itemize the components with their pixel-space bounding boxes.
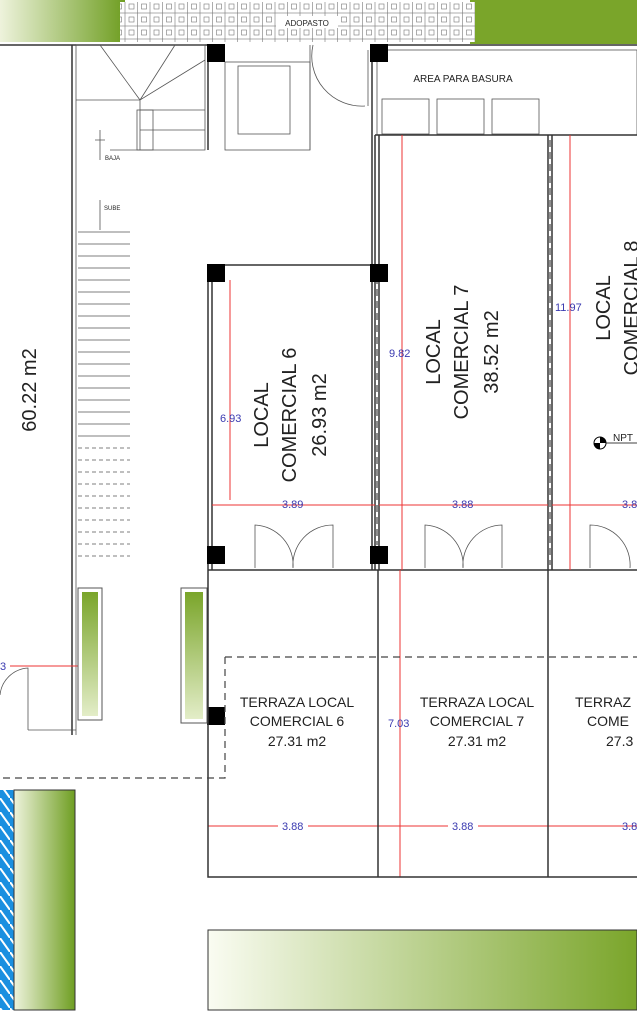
dim-terraza-depth: 7.03 [388, 718, 409, 730]
grass-top-left [0, 0, 125, 42]
svg-text:LOCAL: LOCAL [593, 275, 615, 341]
svg-text:COMERCIAL 6: COMERCIAL 6 [279, 348, 301, 483]
local-6-label: LOCAL COMERCIAL 6 26.93 m2 [251, 348, 331, 483]
svg-text:27.31 m2: 27.31 m2 [448, 733, 507, 749]
water-feature [0, 790, 14, 1010]
left-area-label: 60.22 m2 [19, 348, 41, 431]
column [370, 546, 388, 564]
grass-bottom-right [207, 929, 637, 1011]
local-8-label: LOCAL COMERCIAL 8 [593, 241, 637, 376]
column [207, 707, 225, 725]
sube-label: SUBE [104, 206, 120, 212]
svg-text:27.3: 27.3 [606, 733, 633, 749]
baja-label: BAJA [105, 156, 120, 162]
svg-text:27.31 m2: 27.31 m2 [268, 733, 327, 749]
dim-terraza-8: 3.8 [622, 821, 637, 833]
npt-marker: NPT [593, 433, 637, 450]
svg-text:38.52 m2: 38.52 m2 [481, 310, 503, 393]
svg-text:COMERCIAL 7: COMERCIAL 7 [451, 285, 473, 420]
svg-text:COME: COME [587, 713, 629, 729]
svg-text:TERRAZA LOCAL: TERRAZA LOCAL [420, 694, 535, 710]
svg-text:NPT: NPT [613, 433, 633, 444]
stairs: BAJA SUBE [76, 44, 206, 557]
svg-text:LOCAL: LOCAL [251, 382, 273, 448]
dim-width-8: 3.8 [622, 499, 637, 511]
dim-depth-8: 11.97 [555, 302, 582, 314]
dim-width-6: 3.89 [282, 499, 303, 511]
column [370, 264, 388, 282]
dim-width-7: 3.88 [452, 499, 473, 511]
column [207, 546, 225, 564]
grass-top-right [470, 0, 637, 44]
dim-terraza-6: 3.88 [282, 821, 303, 833]
container [381, 98, 430, 135]
svg-text:COMERCIAL 6: COMERCIAL 6 [250, 713, 345, 729]
svg-text:TERRAZ: TERRAZ [575, 694, 631, 710]
column [207, 264, 225, 282]
terraza-6-label: TERRAZA LOCAL COMERCIAL 6 27.31 m2 [240, 694, 355, 749]
terraza-7-label: TERRAZA LOCAL COMERCIAL 7 27.31 m2 [420, 694, 535, 749]
column [207, 44, 225, 62]
svg-text:LOCAL: LOCAL [423, 319, 445, 385]
basura-label: AREA PARA BASURA [413, 74, 513, 85]
dim-depth-7: 9.82 [389, 348, 410, 360]
dim-terraza-7: 3.88 [452, 821, 473, 833]
svg-text:26.93 m2: 26.93 m2 [309, 373, 331, 456]
column [370, 44, 388, 62]
dim-left: 3 [0, 661, 6, 673]
svg-text:COMERCIAL 8: COMERCIAL 8 [621, 241, 637, 376]
container [491, 98, 540, 135]
local-7-label: LOCAL COMERCIAL 7 38.52 m2 [423, 285, 503, 420]
elevator [224, 44, 369, 151]
dim-depth-6: 6.93 [220, 413, 241, 425]
svg-text:TERRAZA LOCAL: TERRAZA LOCAL [240, 694, 355, 710]
container [436, 98, 485, 135]
grass-bottom-left [13, 789, 76, 1011]
terraza-8-label: TERRAZ COME 27.3 [575, 694, 633, 749]
adopasto-label: ADOPASTO [285, 19, 329, 28]
svg-text:COMERCIAL 7: COMERCIAL 7 [430, 713, 525, 729]
